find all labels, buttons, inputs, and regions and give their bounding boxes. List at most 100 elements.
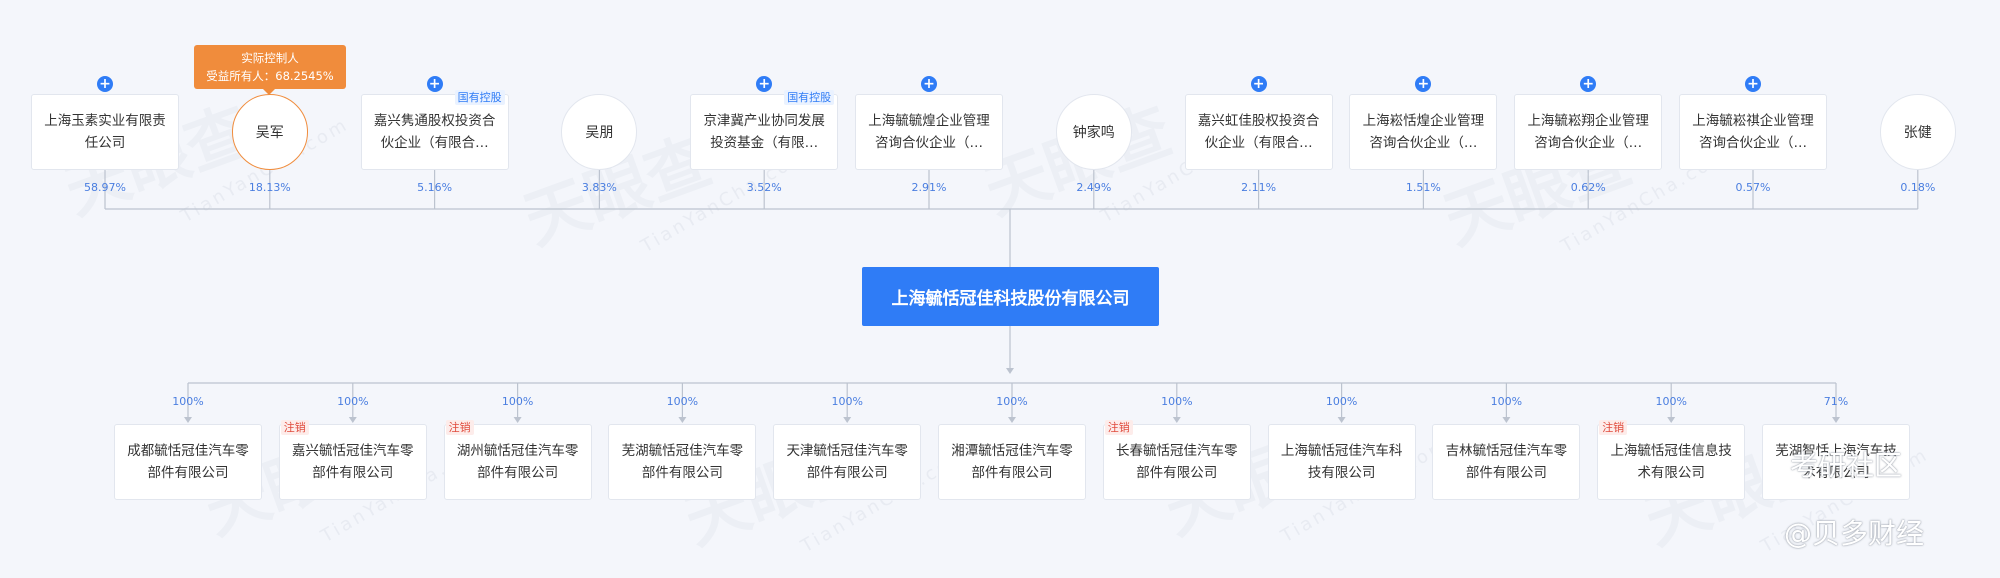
shareholder-name: 上海崧恬煌企业管理咨询合伙企业（… [1362,113,1485,151]
share-percent: 1.51% [1405,181,1441,194]
share-percent: 0.57% [1735,181,1771,194]
shareholder-name: 吴朋 [585,125,614,141]
cancelled-tag: 注销 [1104,420,1133,435]
shareholder-name: 吴军 [255,125,284,141]
cancelled-tag: 注销 [1599,420,1628,435]
subsidiary-name: 湖州毓恬冠佳汽车零部件有限公司 [456,443,579,481]
share-percent: 2.11% [1241,181,1277,194]
subsidiary-percent: 100% [1325,395,1358,408]
subsidiary-name: 芜湖毓恬冠佳汽车零部件有限公司 [621,443,744,481]
shareholder-person[interactable]: 吴朋 [561,94,638,170]
shareholder-node[interactable]: 上海崧恬煌企业管理咨询合伙企业（… [1349,94,1498,170]
subsidiary-arrow [348,417,357,423]
expand-plus-icon[interactable]: + [97,76,113,92]
shareholder-name: 张健 [1903,125,1932,141]
subsidiary-node[interactable]: 湘潭毓恬冠佳汽车零部件有限公司 [938,424,1086,500]
subsidiary-arrow [1008,417,1016,423]
shareholder-name: 上海毓毓煌企业管理咨询合伙企业（… [868,113,990,151]
subsidiary-arrow [1832,417,1840,423]
shareholder-node[interactable]: 京津冀产业协同发展投资基金（有限… [690,94,839,170]
share-percent: 3.83% [581,181,617,194]
subsidiary-arrow [1337,417,1346,423]
state-owned-tag: 国有控股 [784,90,835,105]
share-percent: 2.49% [1076,181,1112,194]
share-percent: 0.18% [1900,181,1936,194]
state-owned-tag: 国有控股 [454,90,505,105]
subsidiary-node[interactable]: 天津毓恬冠佳汽车零部件有限公司 [773,424,922,500]
subsidiary-name: 上海毓恬冠佳信息技术有限公司 [1610,443,1732,481]
shareholder-name: 嘉兴隽通股权投资合伙企业（有限合… [373,113,496,151]
center-company[interactable]: 上海毓恬冠佳科技股份有限公司 [862,267,1159,326]
expand-plus-icon[interactable]: + [1415,76,1432,92]
shareholder-node[interactable]: 上海毓崧翔企业管理咨询合伙企业（… [1514,94,1663,170]
expand-plus-icon[interactable]: + [1250,76,1267,92]
actual-controller-badge: 实际控制人受益所有人：68.2545% [194,45,346,95]
expand-plus-icon[interactable]: + [1580,76,1597,92]
share-percent: 0.62% [1570,181,1606,194]
shareholder-name: 上海玉素实业有限责任公司 [44,113,166,151]
subsidiary-percent: 100% [337,395,369,408]
subsidiary-percent: 100% [996,395,1028,408]
share-percent: 2.91% [911,181,947,194]
shareholder-node[interactable]: 嘉兴虹佳股权投资合伙企业（有限合… [1184,94,1333,170]
shareholder-node[interactable]: 嘉兴隽通股权投资合伙企业（有限合… [360,94,509,170]
shareholder-name: 上海毓崧翔企业管理咨询合伙企业（… [1527,113,1649,151]
subsidiary-arrow [184,417,192,423]
shareholder-node[interactable]: 上海玉素实业有限责任公司 [31,94,179,170]
subsidiary-name: 湘潭毓恬冠佳汽车零部件有限公司 [951,443,1073,481]
subsidiary-percent: 100% [501,395,534,408]
subsidiary-node[interactable]: 湖州毓恬冠佳汽车零部件有限公司 [443,424,592,500]
shareholder-name: 京津冀产业协同发展投资基金（有限… [703,113,825,151]
subsidiary-percent: 100% [831,395,863,408]
subsidiary-percent: 100% [1161,395,1193,408]
subsidiary-percent: 100% [666,395,699,408]
share-percent: 3.52% [746,181,782,194]
subsidiary-node[interactable]: 芜湖智恬上海汽车技术有限公司 [1762,424,1910,500]
subsidiary-percent: 100% [1490,395,1523,408]
shareholder-name: 上海毓崧祺企业管理咨询合伙企业（… [1692,113,1814,151]
shareholder-node[interactable]: 上海毓毓煌企业管理咨询合伙企业（… [855,94,1003,170]
shareholder-person[interactable]: 钟家鸣 [1055,94,1132,170]
subsidiary-node[interactable]: 芜湖毓恬冠佳汽车零部件有限公司 [608,424,757,500]
subsidiary-arrow [1172,417,1181,423]
subsidiary-arrow [513,417,522,423]
subsidiary-node[interactable]: 长春毓恬冠佳汽车零部件有限公司 [1102,424,1251,500]
shareholder-name: 嘉兴虹佳股权投资合伙企业（有限合… [1197,113,1320,151]
expand-plus-icon[interactable]: + [426,76,443,92]
expand-plus-icon[interactable]: + [921,76,937,92]
shareholder-person[interactable]: 张健 [1879,94,1956,170]
subsidiary-name: 吉林毓恬冠佳汽车零部件有限公司 [1445,443,1568,481]
shareholder-node[interactable]: 上海毓崧祺企业管理咨询合伙企业（… [1679,94,1827,170]
subsidiary-node[interactable]: 上海毓恬冠佳信息技术有限公司 [1597,424,1746,500]
badge-title: 实际控制人 [241,51,299,65]
expand-plus-icon[interactable]: + [1745,76,1761,92]
subsidiary-node[interactable]: 嘉兴毓恬冠佳汽车零部件有限公司 [278,424,427,500]
share-percent: 58.97% [84,181,126,194]
subsidiary-arrow [1502,417,1511,423]
subsidiary-name: 长春毓恬冠佳汽车零部件有限公司 [1116,443,1238,481]
expand-plus-icon[interactable]: + [756,76,773,92]
credit-author: @贝多财经 [1784,517,1925,550]
subsidiary-arrow [843,417,852,423]
shareholder-name: 钟家鸣 [1072,125,1115,141]
subsidiary-node[interactable]: 吉林毓恬冠佳汽车零部件有限公司 [1432,424,1581,500]
subsidiary-percent: 71% [1823,395,1849,408]
subsidiary-arrow [678,417,687,423]
subsidiary-arrow [1667,417,1676,423]
cancelled-tag: 注销 [280,420,309,435]
subsidiary-percent: 100% [1655,395,1687,408]
subsidiary-name: 天津毓恬冠佳汽车零部件有限公司 [786,443,908,481]
share-percent: 18.13% [248,181,291,194]
share-percent: 5.16% [417,181,453,194]
subsidiary-name: 芜湖智恬上海汽车技术有限公司 [1775,443,1897,481]
subsidiary-name: 成都毓恬冠佳汽车零部件有限公司 [127,443,249,481]
shareholder-person[interactable]: 吴军 [231,94,308,170]
subsidiary-name: 上海毓恬冠佳汽车科技有限公司 [1280,443,1403,481]
subsidiary-node[interactable]: 成都毓恬冠佳汽车零部件有限公司 [114,424,262,500]
center-down-arrow [1006,368,1014,374]
cancelled-tag: 注销 [445,420,474,435]
badge-beneficiary: 受益所有人：68.2545% [206,69,334,83]
subsidiary-node[interactable]: 上海毓恬冠佳汽车科技有限公司 [1267,424,1416,500]
subsidiary-percent: 100% [172,395,204,408]
